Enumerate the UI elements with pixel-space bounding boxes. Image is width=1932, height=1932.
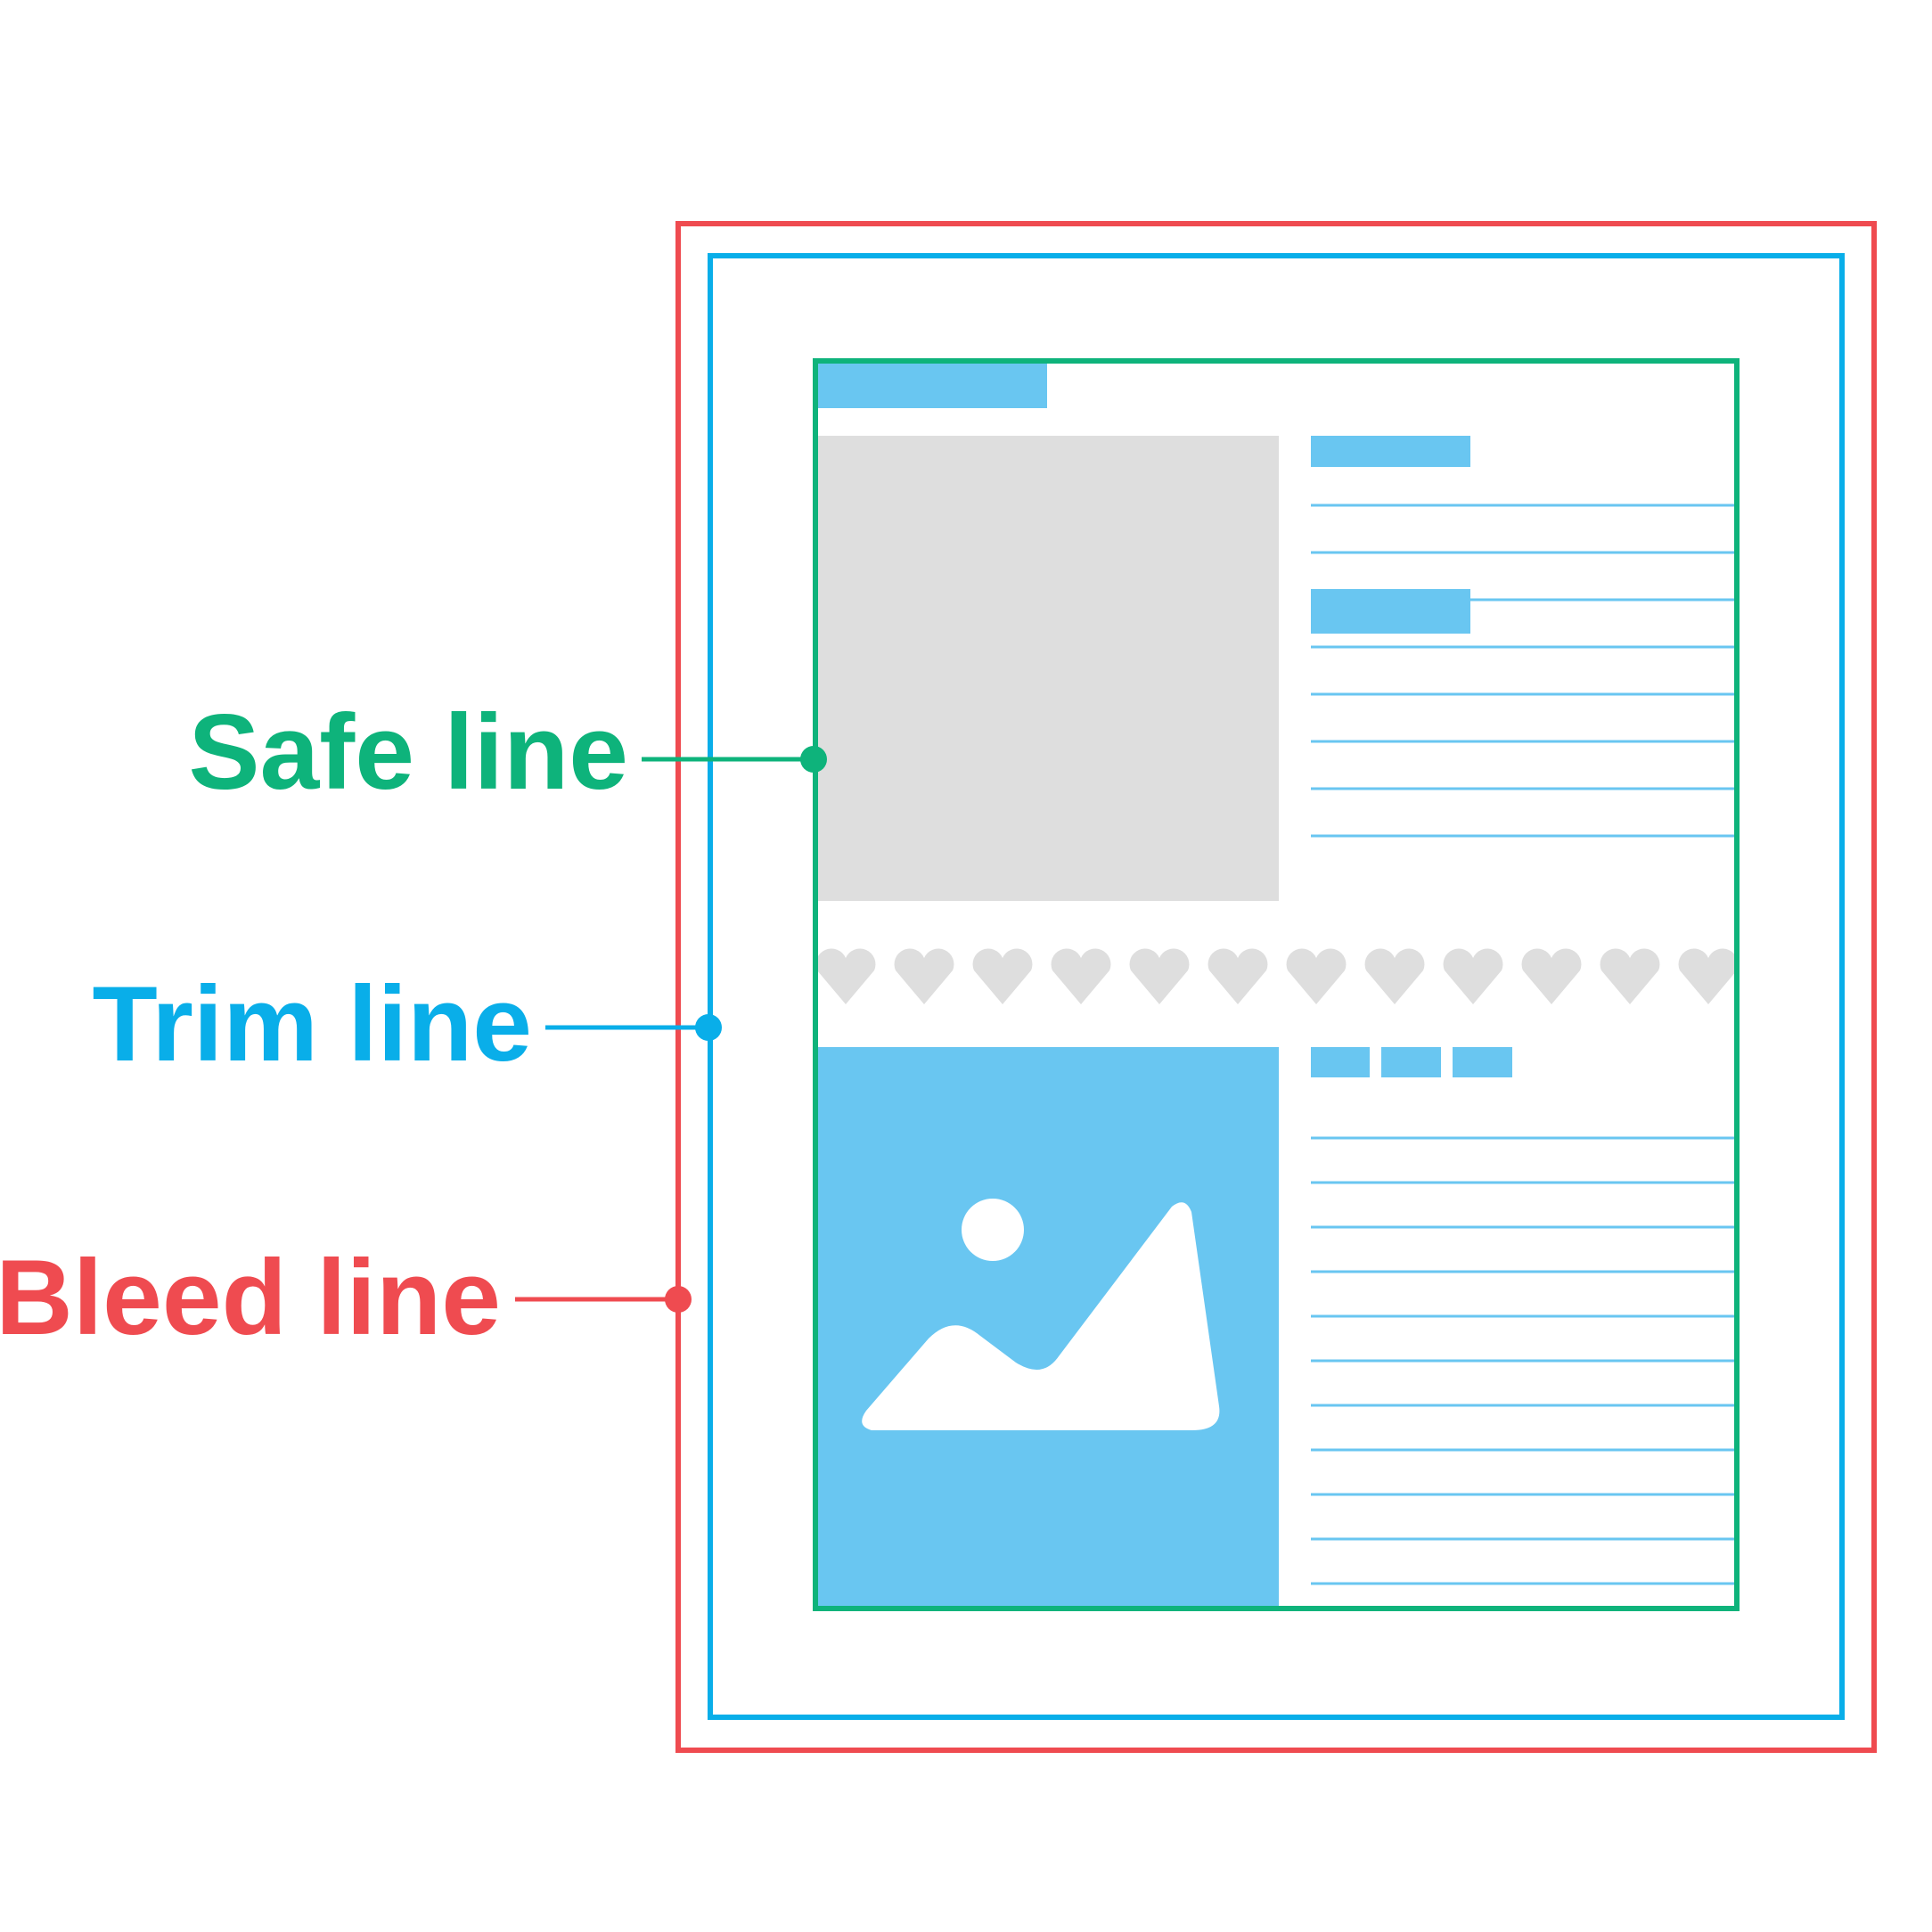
safe-line-callout (642, 746, 827, 773)
blue-image-panel (815, 1047, 1279, 1609)
heading-block-1 (1311, 436, 1470, 467)
safe-line-label: Safe line (188, 692, 628, 812)
trim-line-callout (545, 1014, 722, 1041)
page-content (815, 361, 1739, 1609)
heart-icon (1600, 948, 1660, 1004)
heart-icon (1208, 948, 1268, 1004)
hearts-row (815, 948, 1739, 1004)
trim-line-label: Trim line (93, 964, 532, 1084)
gray-image-placeholder (815, 436, 1279, 901)
heart-icon (1129, 948, 1190, 1004)
heart-icon (1286, 948, 1347, 1004)
lower-text-rules (1311, 1136, 1734, 1585)
image-mountain-icon (862, 1199, 1220, 1430)
heart-icon (894, 948, 954, 1004)
heart-icon (815, 948, 876, 1004)
heart-icon (1364, 948, 1425, 1004)
safe-line-border (813, 358, 1740, 1611)
lower-heading-block-1 (1311, 1047, 1370, 1077)
header-block (815, 361, 1047, 408)
heart-icon (1443, 948, 1503, 1004)
trim-line-border (708, 253, 1845, 1720)
lower-heading-block-3 (1453, 1047, 1512, 1077)
upper-text-rules (1311, 503, 1734, 838)
bleed-line-border (675, 221, 1877, 1753)
heart-icon (1051, 948, 1111, 1004)
lower-heading-block-2 (1381, 1047, 1441, 1077)
heading-block-2 (1311, 589, 1470, 634)
heart-icon (972, 948, 1033, 1004)
heart-icon (1678, 948, 1739, 1004)
bleed-line-callout (515, 1286, 692, 1313)
bleed-line-label: Bleed line (0, 1238, 501, 1357)
heart-icon (1521, 948, 1582, 1004)
